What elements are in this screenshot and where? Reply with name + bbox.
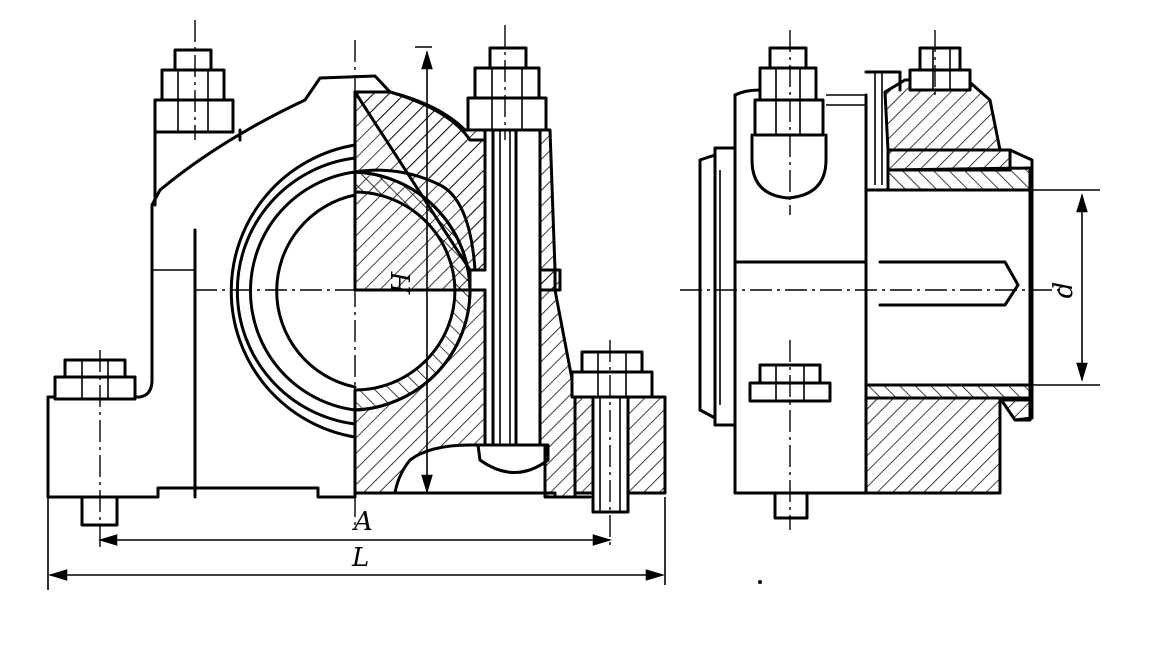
nut-top-right [466,46,548,132]
side-lower-section [864,396,1032,495]
nut-foot-right [570,350,654,399]
dimension-label-A: A [352,507,373,537]
side-view: d [680,30,1100,584]
dimension-label-H: H [387,270,417,295]
dimension-label-d: d [1049,282,1079,299]
housing-base-outline [46,395,357,499]
nut-foot-left [53,358,137,401]
side-nut-top [753,46,825,137]
nut-top-left [153,48,235,134]
front-view: H A L [46,20,667,590]
housing-body-outline [150,74,392,282]
dimension-label-L: L [351,543,369,573]
side-nut-top-right [908,46,972,92]
